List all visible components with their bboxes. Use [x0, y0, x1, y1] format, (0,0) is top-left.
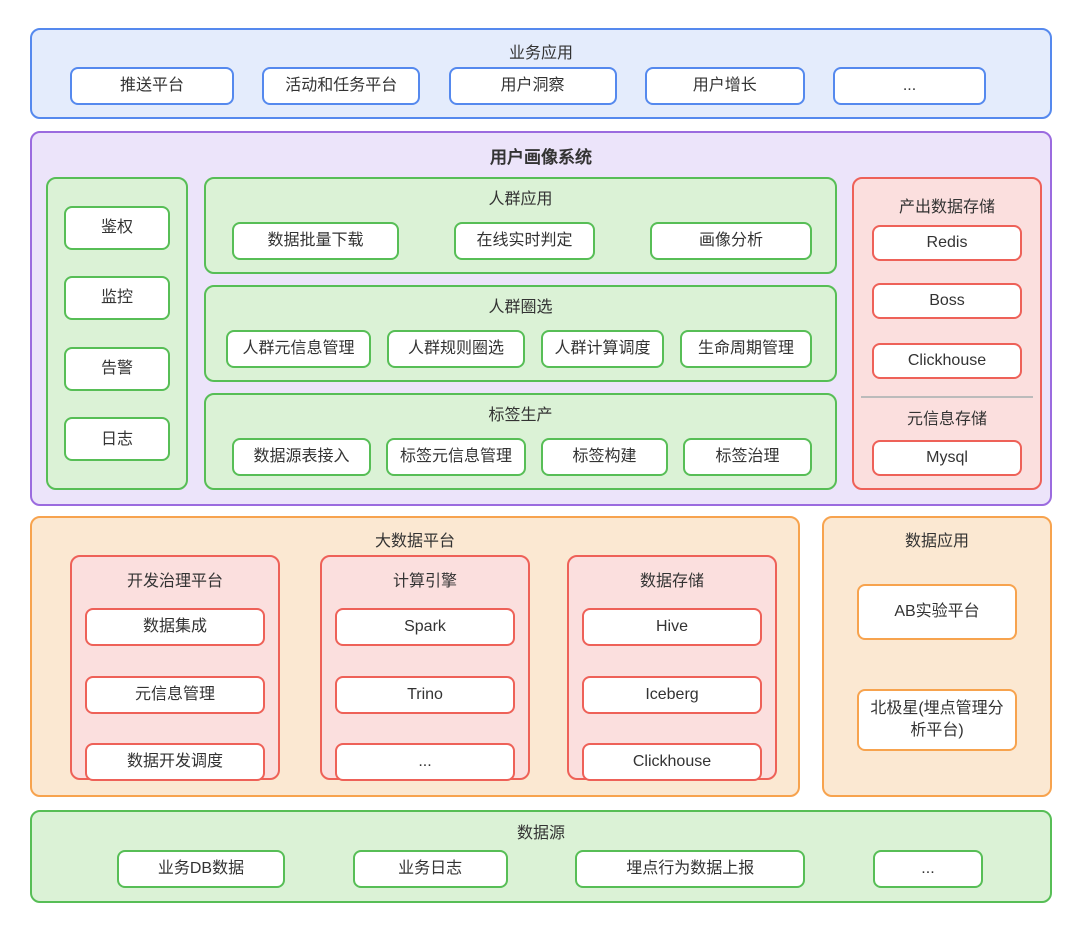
section-title-data-sources: 数据源 [516, 825, 565, 842]
diagram-node: ... [335, 743, 515, 781]
diagram-node: 业务DB数据 [117, 850, 285, 888]
data-sources-row: 业务DB数据 业务日志 埋点行为数据上报 ... [32, 850, 1050, 888]
column-title: 开发治理平台 [126, 573, 223, 590]
diagram-node: Hive [582, 608, 762, 646]
group-title: 人群圈选 [488, 299, 553, 316]
section-big-data-platform: 大数据平台 开发治理平台 数据集成 元信息管理 数据开发调度 计算引擎 Spar… [30, 516, 800, 797]
section-profile-system: 用户画像系统 鉴权 监控 告警 日志 人群应用 数据批量下载 在线实时判定 画像… [30, 131, 1052, 506]
business-apps-row: 推送平台 活动和任务平台 用户洞察 用户增长 ... [32, 67, 1050, 105]
diagram-node: ... [872, 850, 983, 888]
column-title: 数据存储 [639, 573, 704, 590]
group-row: 人群元信息管理 人群规则圈选 人群计算调度 生命周期管理 [206, 330, 835, 368]
panel-storage: 产出数据存储 Redis Boss Clickhouse 元信息存储 Mysql [852, 177, 1042, 490]
diagram-node: 监控 [64, 276, 170, 321]
diagram-node: 标签元信息管理 [386, 438, 526, 476]
diagram-node: 人群元信息管理 [226, 330, 371, 368]
diagram-node: Clickhouse [872, 343, 1022, 379]
diagram-node: 数据批量下载 [232, 222, 399, 260]
diagram-node: ... [833, 67, 986, 105]
section-title-big-data: 大数据平台 [374, 533, 455, 550]
diagram-node: Trino [335, 676, 515, 714]
diagram-node: 在线实时判定 [454, 222, 595, 260]
diagram-node: 数据开发调度 [85, 743, 265, 781]
group-row: 数据源表接入 标签元信息管理 标签构建 标签治理 [206, 438, 835, 476]
diagram-node: 标签构建 [541, 438, 668, 476]
diagram-node: Iceberg [582, 676, 762, 714]
storage-output-title: 产出数据存储 [898, 199, 995, 216]
diagram-node: 元信息管理 [85, 676, 265, 714]
diagram-node: 活动和任务平台 [262, 67, 421, 105]
panel-crowd-selection: 人群圈选 人群元信息管理 人群规则圈选 人群计算调度 生命周期管理 [204, 285, 837, 382]
panel-compute-engine: 计算引擎 Spark Trino ... [320, 555, 530, 781]
diagram-node: 北极星(埋点管理分析平台) [857, 689, 1017, 751]
diagram-node: 人群规则圈选 [387, 330, 525, 368]
diagram-node: 数据源表接入 [232, 438, 371, 476]
diagram-node: 用户增长 [644, 67, 805, 105]
storage-divider [861, 396, 1033, 398]
diagram-node: 鉴权 [64, 205, 170, 250]
diagram-node: 画像分析 [650, 222, 812, 260]
panel-crowd-application: 人群应用 数据批量下载 在线实时判定 画像分析 [204, 177, 837, 274]
diagram-node: Clickhouse [582, 743, 762, 781]
diagram-node: 人群计算调度 [541, 330, 664, 368]
profile-system-groups: 人群应用 数据批量下载 在线实时判定 画像分析 人群圈选 人群元信息管理 人群规… [204, 177, 837, 490]
section-title-profile-system: 用户画像系统 [490, 148, 592, 167]
diagram-node: Spark [335, 608, 515, 646]
group-row: 数据批量下载 在线实时判定 画像分析 [206, 222, 835, 260]
panel-platform-services: 鉴权 监控 告警 日志 [46, 177, 188, 490]
panel-dev-governance: 开发治理平台 数据集成 元信息管理 数据开发调度 [70, 555, 280, 781]
section-business-apps: 业务应用 推送平台 活动和任务平台 用户洞察 用户增长 ... [30, 28, 1052, 119]
diagram-node: Boss [872, 283, 1022, 319]
diagram-node: 标签治理 [683, 438, 812, 476]
diagram-node: 生命周期管理 [680, 330, 812, 368]
group-title: 人群应用 [488, 191, 553, 208]
section-title-data-apps: 数据应用 [904, 533, 969, 550]
diagram-node: 告警 [64, 346, 170, 391]
column-title: 计算引擎 [392, 573, 457, 590]
section-data-sources: 数据源 业务DB数据 业务日志 埋点行为数据上报 ... [30, 810, 1052, 903]
section-data-apps: 数据应用 AB实验平台 北极星(埋点管理分析平台) [822, 516, 1052, 797]
diagram-node: Redis [872, 225, 1022, 261]
diagram-node: 用户洞察 [448, 67, 617, 105]
diagram-node: 日志 [64, 417, 170, 462]
diagram-node: 埋点行为数据上报 [575, 850, 806, 888]
diagram-node: 业务日志 [352, 850, 508, 888]
diagram-node: 数据集成 [85, 608, 265, 646]
storage-meta-title: 元信息存储 [906, 411, 987, 428]
diagram-node: AB实验平台 [857, 584, 1017, 640]
panel-tag-production: 标签生产 数据源表接入 标签元信息管理 标签构建 标签治理 [204, 393, 837, 490]
diagram-node: Mysql [872, 440, 1022, 476]
diagram-node: 推送平台 [70, 67, 234, 105]
section-title-business-apps: 业务应用 [508, 45, 573, 62]
panel-data-storage: 数据存储 Hive Iceberg Clickhouse [567, 555, 777, 781]
group-title: 标签生产 [488, 407, 553, 424]
